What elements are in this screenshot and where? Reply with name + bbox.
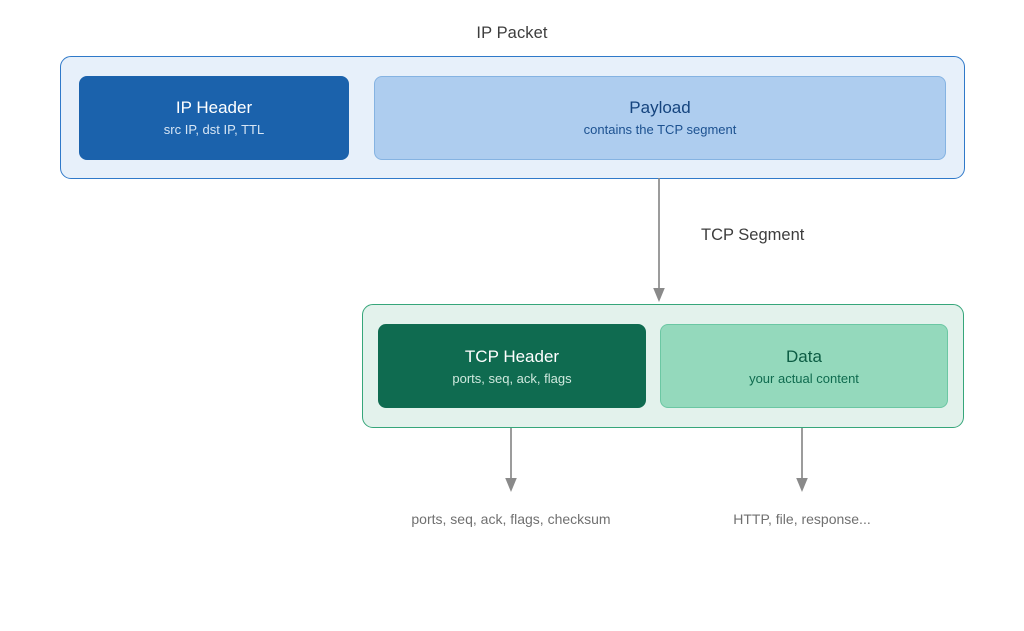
ip-header-box: IP Header src IP, dst IP, TTL — [79, 75, 349, 160]
data-detail-label: HTTP, file, response... — [733, 511, 871, 527]
payload-box: Payload contains the TCP segment — [374, 75, 946, 160]
ip-header-title: IP Header — [175, 98, 253, 117]
tcp-header-title: TCP Header — [464, 346, 560, 366]
arrow-tcp-header-to-detail — [505, 428, 517, 492]
payload-title: Payload — [629, 98, 691, 117]
data-title: Data — [786, 346, 822, 366]
tcp-header-box: TCP Header ports, seq, ack, flags — [378, 324, 646, 408]
tcp-segment-container: TCP Header ports, seq, ack, flags Data y… — [362, 304, 964, 428]
tcp-header-subtitle: ports, seq, ack, flags — [452, 370, 572, 386]
arrow-payload-to-tcp-segment — [653, 178, 665, 302]
page-title: IP Packet — [476, 24, 548, 42]
data-box: Data your actual content — [660, 324, 948, 408]
ip-header-subtitle: src IP, dst IP, TTL — [163, 122, 265, 137]
data-subtitle: your actual content — [749, 370, 859, 386]
tcp-segment-edge-label: TCP Segment — [701, 226, 805, 244]
ip-packet-container: IP Header src IP, dst IP, TTL Payload co… — [60, 56, 965, 179]
arrow-data-to-detail — [796, 428, 808, 492]
payload-subtitle: contains the TCP segment — [583, 122, 737, 137]
tcp-header-detail-label: ports, seq, ack, flags, checksum — [411, 511, 611, 527]
